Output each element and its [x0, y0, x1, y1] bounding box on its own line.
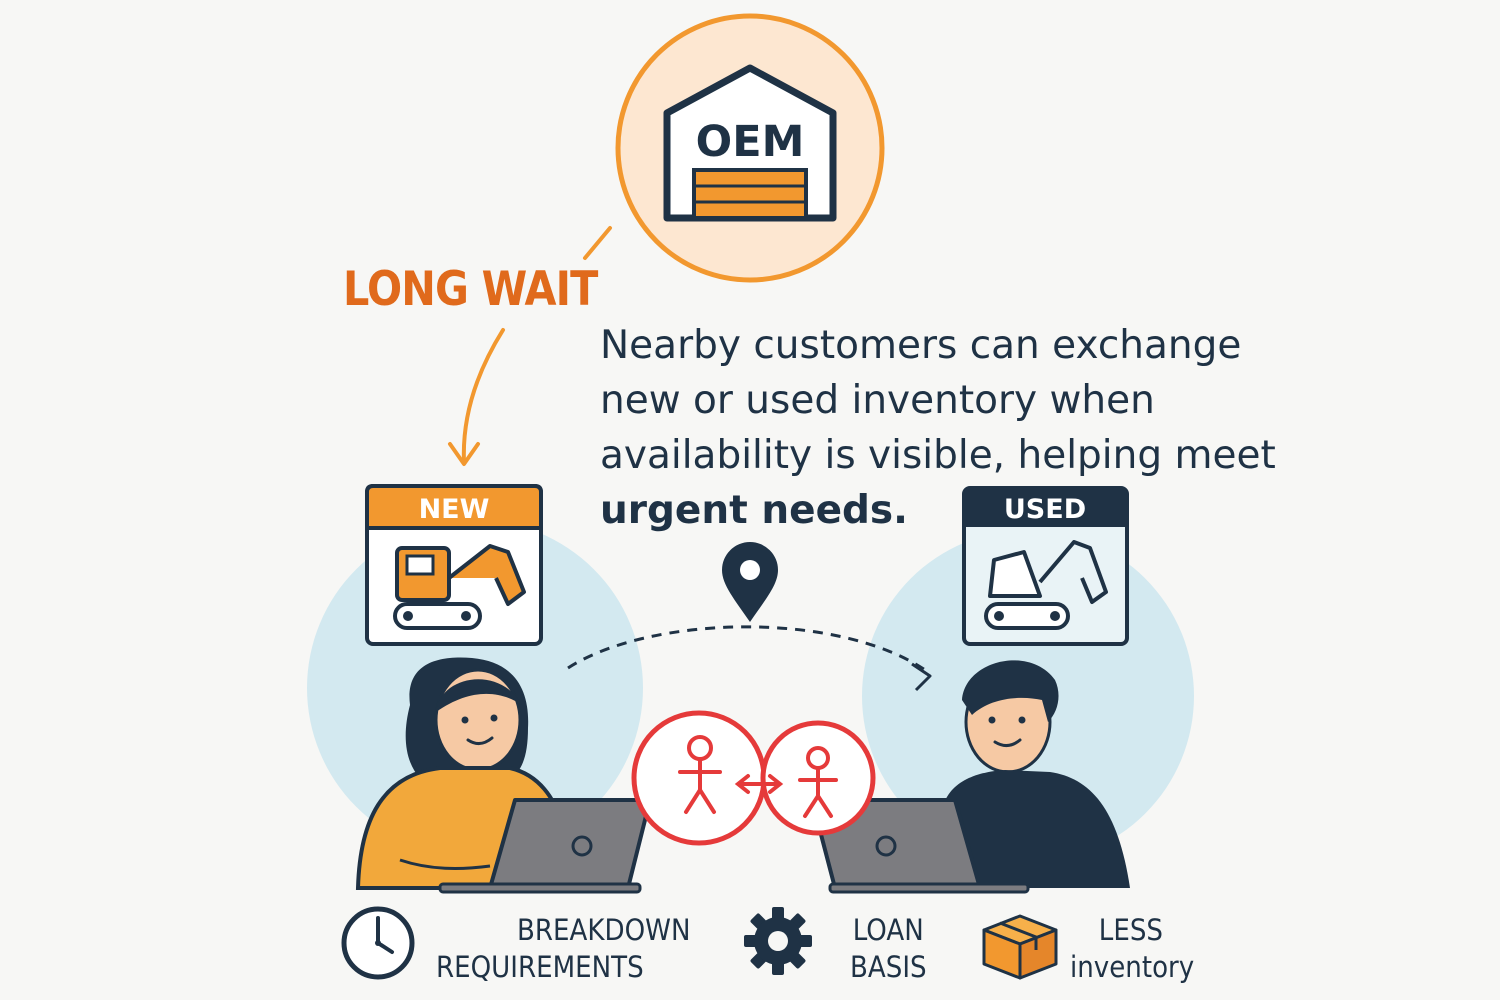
new-excavator-icon [393, 544, 526, 630]
gear-icon [744, 907, 812, 975]
new-card-label: NEW [419, 494, 490, 525]
exchange-message: Nearby customers can exchange new or use… [600, 318, 1300, 538]
message-emphasis: urgent needs. [600, 488, 908, 533]
new-inventory-card: NEW [365, 484, 543, 646]
message-line-1: Nearby customers can exchange [600, 323, 1242, 368]
breakdown-line-1: BREAKDOWN [517, 913, 691, 947]
left-laptop-icon [438, 798, 652, 894]
oem-label: OEM [696, 117, 805, 167]
clock-icon [341, 906, 415, 980]
used-excavator-icon [984, 540, 1108, 630]
location-pin-icon [722, 542, 778, 622]
exchange-dashed-arc [567, 625, 929, 674]
less-line-2: inventory [1070, 950, 1195, 984]
oem-warehouse-icon: OEM [615, 13, 885, 283]
wait-arrow [461, 328, 505, 464]
used-card-label: USED [1004, 494, 1086, 525]
used-inventory-card: USED [962, 486, 1129, 646]
long-wait-label: LONG WAIT [343, 262, 598, 317]
right-customer-person [942, 660, 1130, 888]
breakdown-line-2: REQUIREMENTS [436, 950, 644, 984]
wait-connector-line [583, 226, 612, 260]
message-line-2: new or used inventory when [600, 378, 1155, 423]
less-inventory-label: LESS inventory [1070, 912, 1194, 986]
less-line-1: LESS [1098, 913, 1163, 947]
breakdown-requirements-label: BREAKDOWN REQUIREMENTS [436, 912, 690, 986]
box-icon [982, 914, 1058, 980]
loan-line-2: BASIS [850, 950, 927, 984]
exchange-people-icon [631, 710, 876, 846]
loan-line-1: LOAN [852, 913, 924, 947]
message-line-3: availability is visible, helping meet [600, 433, 1276, 478]
loan-basis-label: LOAN BASIS [850, 912, 927, 986]
